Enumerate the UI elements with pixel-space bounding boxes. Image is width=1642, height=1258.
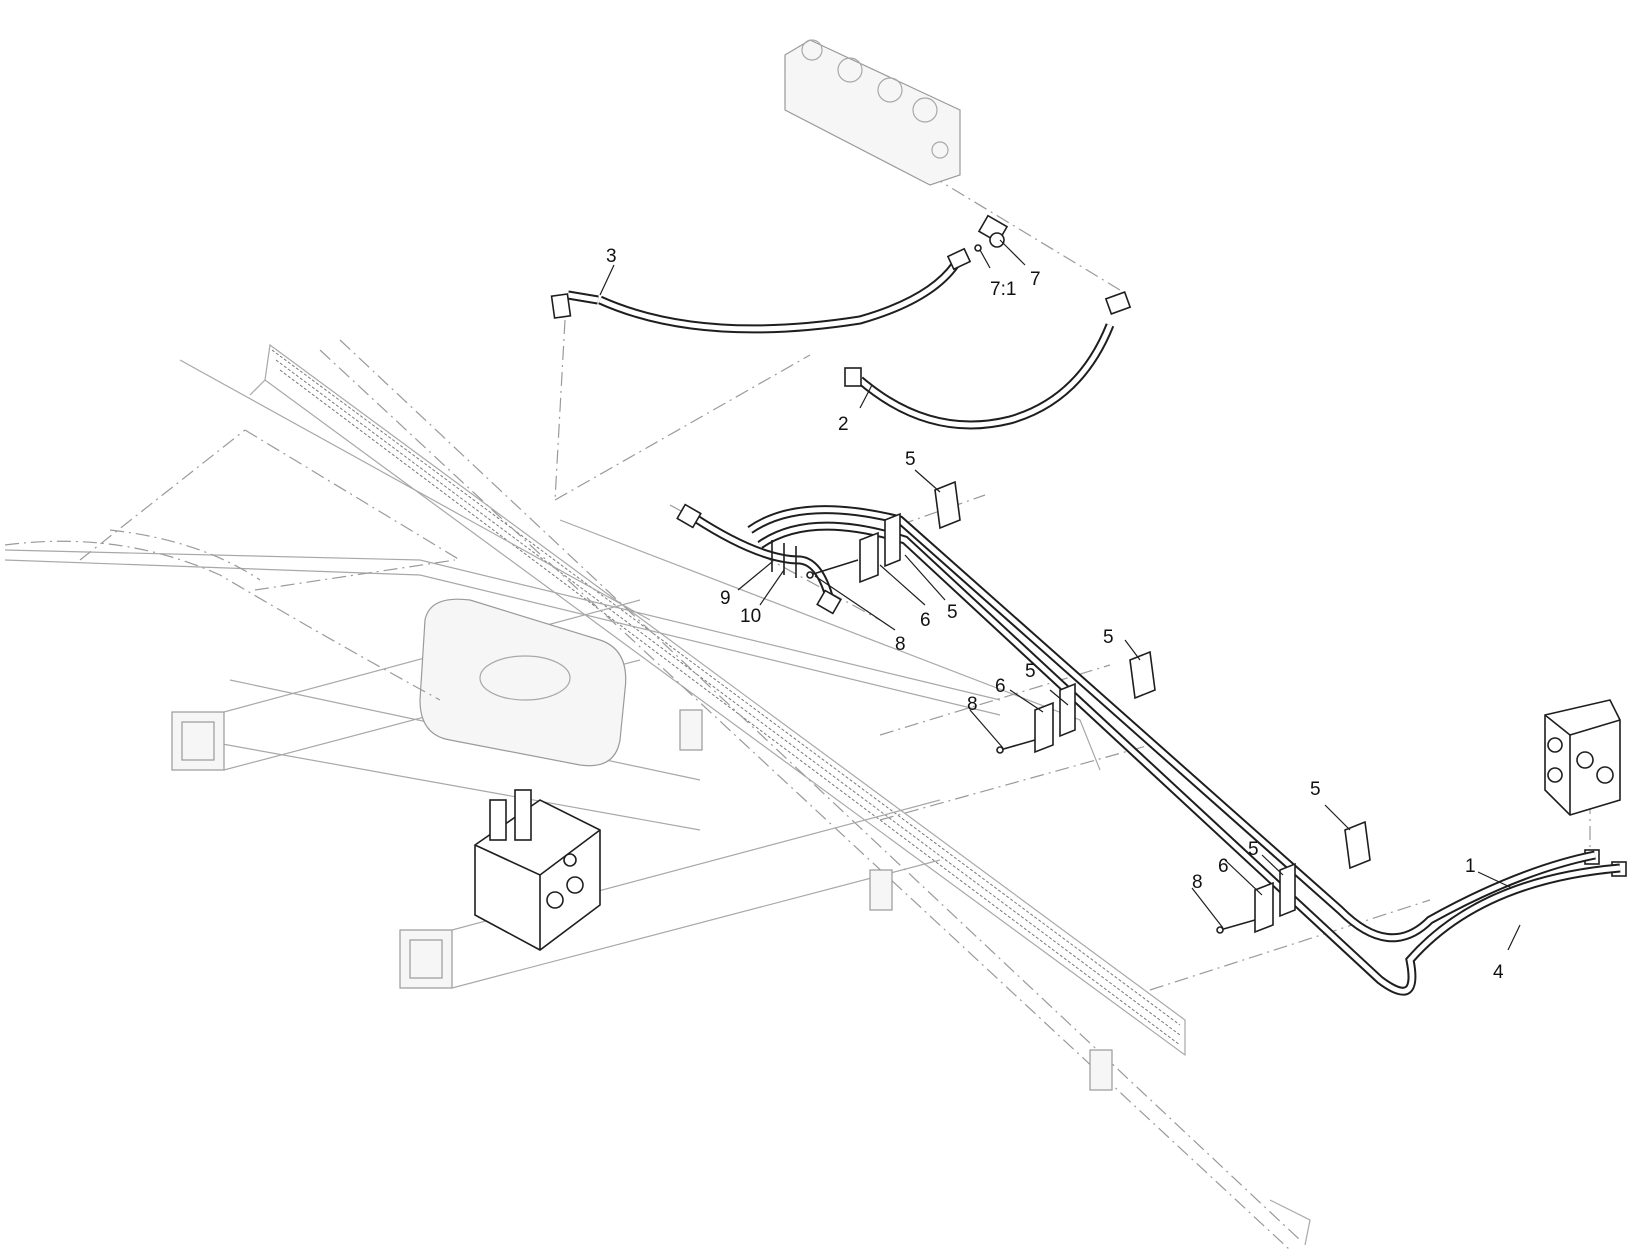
callout-8a: 8 [895, 634, 906, 655]
upper-valve-bank [784, 39, 961, 186]
callout-5a: 5 [905, 449, 916, 470]
callout-7-1: 7:1 [990, 279, 1016, 300]
callout-labels: 1 2 3 4 5 5 5 5 5 5 6 6 6 7 7:1 8 8 8 9 … [606, 246, 1504, 983]
callout-7: 7 [1030, 269, 1041, 290]
phantom-leaders [79, 174, 1591, 991]
callout-5b: 5 [947, 602, 958, 623]
callout-3: 3 [606, 246, 617, 267]
callout-5c: 5 [1103, 627, 1114, 648]
callout-9: 9 [720, 588, 731, 609]
callout-5e: 5 [1310, 779, 1321, 800]
clamps-and-plates [806, 480, 1371, 934]
callout-8b: 8 [967, 694, 978, 715]
callout-5f: 5 [1248, 839, 1259, 860]
callout-2: 2 [838, 414, 849, 435]
callout-1: 1 [1465, 856, 1476, 877]
callout-8c: 8 [1192, 872, 1203, 893]
chassis-frame-phantom [4, 339, 1311, 1251]
callout-6a: 6 [920, 610, 931, 631]
callout-5d: 5 [1025, 661, 1036, 682]
callout-6c: 6 [1218, 856, 1229, 877]
right-valve-block [1544, 699, 1627, 877]
callout-leaders [599, 239, 1521, 951]
callout-10: 10 [740, 606, 761, 627]
hoses [550, 214, 1621, 996]
callout-6b: 6 [995, 676, 1006, 697]
lower-valve-block [474, 789, 601, 951]
callout-4: 4 [1493, 962, 1504, 983]
